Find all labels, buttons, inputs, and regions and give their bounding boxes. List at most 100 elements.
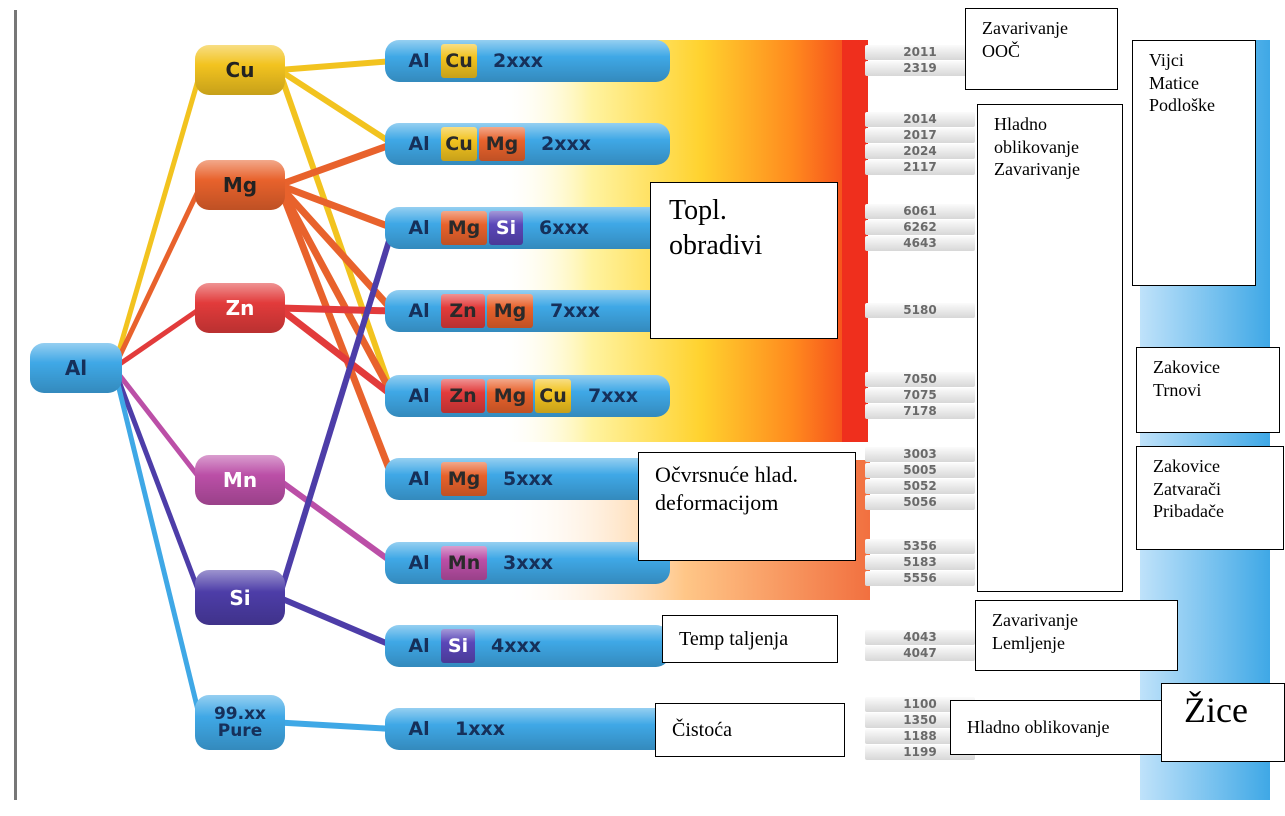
- node-label: Mn: [222, 468, 258, 492]
- note-line: Očvrsnuće hlad.: [655, 462, 798, 487]
- left-border: [14, 10, 17, 800]
- series-segment: 2xxx: [493, 50, 543, 72]
- node-mg: Mg: [195, 160, 285, 210]
- series-segment: 7xxx: [550, 300, 600, 322]
- link-al-mn: [112, 366, 203, 482]
- series-segment: Al: [408, 468, 430, 490]
- series-bar-s5: Al Mg 5xxx: [385, 458, 670, 500]
- grade-label: 5356: [865, 539, 975, 554]
- link-mn-s3: [277, 477, 395, 566]
- note-line: Zavarivanje: [994, 159, 1080, 179]
- note-ocvrsnuce: Očvrsnuće hlad.deformacijom: [638, 452, 856, 561]
- link-zn-s7b: [276, 305, 396, 399]
- note-line: Lemljenje: [992, 632, 1065, 653]
- series-segment: Mg: [441, 462, 487, 496]
- grade-label: 5056: [865, 495, 975, 510]
- note-line: Zakovice: [1153, 456, 1220, 476]
- grade-label: 7178: [865, 404, 975, 419]
- node-label: Cu: [225, 58, 255, 82]
- grade-label: 1188: [865, 729, 975, 744]
- grade-stack-s7a: 5180: [865, 303, 975, 319]
- note-temp: Temp taljenja: [662, 615, 838, 663]
- grade-label: 6061: [865, 204, 975, 219]
- grade-label: 2319: [865, 61, 975, 76]
- series-segment: Mg: [479, 127, 525, 161]
- note-line: Temp taljenja: [679, 627, 789, 650]
- series-segment: Zn: [441, 294, 485, 328]
- node-label: Si: [229, 585, 251, 610]
- note-line: Topl.: [669, 195, 727, 226]
- note-cistoca: Čistoća: [655, 703, 845, 757]
- note-line: Zavarivanje: [982, 18, 1068, 38]
- node-si: Si: [195, 570, 285, 625]
- series-segment: Mg: [487, 294, 533, 328]
- series-segment: Al: [408, 300, 430, 322]
- grade-label: 7050: [865, 372, 975, 387]
- node-label: 99.xx: [213, 703, 267, 724]
- note-hladno-obl: Hladno oblikovanje: [950, 700, 1164, 755]
- note-line: Zatvarači: [1153, 478, 1221, 499]
- grade-label: 1350: [865, 713, 975, 728]
- series-segment: 3xxx: [503, 552, 553, 574]
- series-segment: 1xxx: [455, 718, 505, 740]
- series-segment: Al: [408, 385, 430, 407]
- note-line: OOČ: [982, 40, 1021, 61]
- note-line: Trnovi: [1153, 379, 1202, 400]
- link-al-mg: [111, 183, 204, 370]
- link-pure-s1: [278, 719, 394, 732]
- series-segment: 2xxx: [541, 133, 591, 155]
- link-al-cu: [111, 69, 204, 369]
- grade-label: 1100: [865, 697, 975, 712]
- node-zn: Zn: [195, 283, 285, 333]
- note-line: Pribadače: [1153, 501, 1224, 521]
- series-segment: Zn: [441, 379, 485, 413]
- series-segment: Al: [408, 552, 430, 574]
- note-line: Čistoća: [672, 718, 732, 741]
- series-segment: Mg: [441, 211, 487, 245]
- node-label: Zn: [225, 296, 255, 320]
- series-segment: Cu: [535, 379, 571, 413]
- grade-label: 6262: [865, 220, 975, 235]
- note-line: Hladno: [994, 114, 1047, 134]
- grade-label: 4047: [865, 646, 975, 661]
- grade-label: 4043: [865, 630, 975, 645]
- series-segment: Al: [408, 718, 430, 740]
- series-segment: Al: [408, 217, 430, 239]
- heat-treatable-red-band: [842, 40, 868, 442]
- note-line: oblikovanje: [994, 136, 1079, 157]
- link-si-s4: [277, 594, 395, 649]
- series-segment: Si: [489, 211, 523, 245]
- series-segment: 4xxx: [491, 635, 541, 657]
- note-line: Vijci: [1149, 50, 1184, 70]
- grade-label: 5005: [865, 463, 975, 478]
- series-segment: 5xxx: [503, 468, 553, 490]
- note-line: Podloške: [1149, 95, 1216, 115]
- note-line: obradivi: [669, 230, 763, 261]
- link-cu-s7b: [276, 69, 396, 397]
- grade-label: 2014: [865, 112, 975, 127]
- note-line: Zakovice: [1153, 357, 1220, 377]
- link-cu-s2a: [278, 58, 394, 73]
- grade-label: 7075: [865, 388, 975, 403]
- link-al-pure: [111, 367, 204, 724]
- node-label: Pure: [217, 720, 263, 741]
- grade-label: 2017: [865, 128, 975, 143]
- series-segment: 7xxx: [588, 385, 638, 407]
- series-segment: Al: [408, 50, 430, 72]
- grade-label: 5052: [865, 479, 975, 494]
- node-cu: Cu: [195, 45, 285, 95]
